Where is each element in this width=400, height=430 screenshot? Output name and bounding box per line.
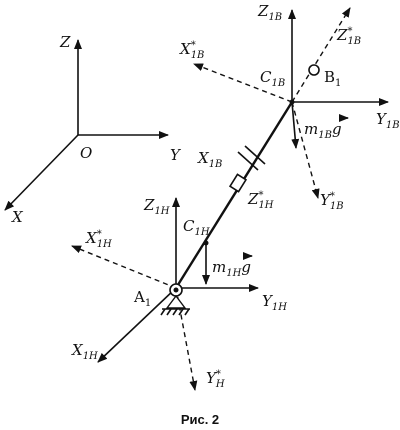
upper-x-link-label: X1B [197,149,222,170]
upper-y-star-axis [291,101,320,199]
lower-y-label: Y1H [262,292,287,313]
figure-caption: Рис. 2 [181,412,219,427]
upper-c-label: C1B [260,68,285,89]
global-frame: Z Y X O [4,33,182,226]
a1-support-triangle [165,294,187,309]
upper-z-star-axis [291,7,351,103]
lower-frame: Z1H Y1H X1H X*1H Y*H Z*1H C1H A1 m1Hg [71,190,287,391]
lower-gravity-label: m1Hg [212,258,251,279]
upper-x-star-label: X*1B [179,40,204,61]
link-body [174,101,294,289]
global-x-label: X [11,208,24,226]
link-guide-1 [237,151,259,171]
lower-x-axis [97,287,177,363]
a1-support-hatch [160,308,190,316]
lower-z-star-label: Z*1H [247,190,274,211]
lower-c-label: C1H [183,217,210,238]
upper-z-star-label: Z*1B [336,26,361,47]
upper-joint-point [289,99,295,105]
a1-hinge-center [173,287,179,293]
link-slider-block [228,173,248,193]
link-outer-line [261,101,293,151]
lower-z-label: Z1H [143,196,170,217]
lower-x-star-axis [71,245,177,289]
lower-x-star-label: X*1H [85,229,112,250]
upper-gravity-label: m1Bg [304,120,342,141]
a1-label: A1 [133,288,151,309]
lower-y-star-label: Y*H [206,369,225,390]
upper-z-label: Z1B [257,2,282,23]
upper-gravity-vector [291,101,300,149]
global-y-label: Y [170,146,182,164]
b1-label: B1 [324,68,341,89]
upper-y-label: Y1B [376,110,400,131]
global-z-label: Z [59,33,71,51]
upper-frame: Z1B Y1B X*1B Z*1B Y*1B C1B B1 m1Bg X1B [179,2,400,212]
upper-y-star-label: Y*1B [320,191,344,212]
global-x-axis [4,134,79,211]
global-origin-label: O [80,144,92,162]
lower-x-label: X1H [71,341,98,362]
link-guide-2 [244,145,266,165]
b1-point-circle [308,64,320,76]
